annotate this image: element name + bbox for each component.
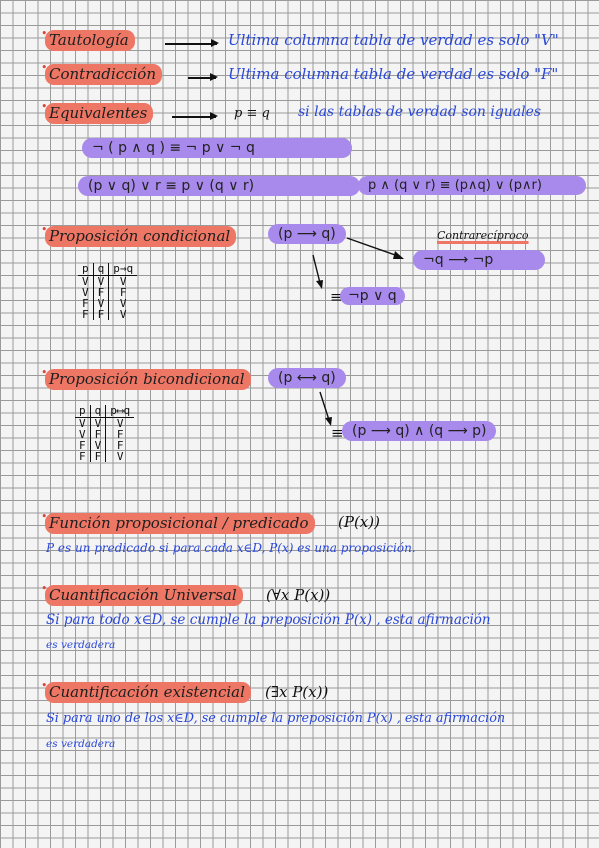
table-row: V V V [75, 417, 134, 430]
tt-cell: V [78, 275, 94, 287]
contrareciproco-expr: ¬q ⟶ ¬p [413, 250, 545, 270]
tt-cell: F [78, 298, 94, 309]
tt-cell: V [78, 287, 94, 298]
condicional-label: Proposición condicional [41, 223, 237, 247]
contradiccion-arrow [188, 74, 218, 80]
tt-cond-h-pq: p→q [108, 263, 138, 276]
table-row: F F V [78, 309, 137, 320]
tt-cell: F [93, 287, 110, 298]
formula-negacion: ¬ ( p ∧ q ) ≡ ¬ p ∨ ¬ q [82, 138, 352, 158]
bicondicional-label: Proposición bicondicional [41, 366, 251, 390]
arrow-to-condicional-equiv [312, 254, 321, 284]
universal-expr: (∀x P(x)) [266, 586, 331, 604]
funcion-expr: (P(x)) [338, 513, 380, 531]
tt-cell: F [75, 440, 91, 451]
tt-cell: F [93, 309, 110, 320]
table-row: F V V [78, 298, 137, 309]
tautologia-label: Tautología [41, 27, 135, 51]
formula-asociativa: (p ∨ q) ∨ r ≡ p ∨ (q ∨ r) [78, 176, 360, 196]
tt-cell: F [116, 439, 124, 452]
tt-cell: F [90, 451, 107, 462]
tt-cell: V [90, 440, 107, 451]
existencial-desc-line2: es verdadera [46, 738, 116, 750]
tt-cell: V [116, 450, 124, 463]
tt-cell: V [119, 308, 127, 321]
tt-cell: F [90, 429, 107, 440]
tt-cell: V [75, 417, 91, 429]
condicional-equiv-expr: ¬p ∨ q [340, 287, 405, 305]
tt-cell: V [90, 417, 107, 429]
bicondicional-equiv-expr: (p ⟶ q) ∧ (q ⟶ p) [342, 421, 497, 441]
universal-desc-line2: es verdadera [46, 639, 116, 651]
existencial-expr: (∃x P(x)) [265, 683, 329, 701]
tt-cell: V [93, 298, 110, 309]
existencial-desc-line1: Si para uno de los x∈D, se cumple la pre… [46, 711, 506, 726]
equivalentes-desc: si las tablas de verdad son iguales [298, 104, 542, 120]
tt-cell: F [75, 451, 91, 462]
tt-bicond-h-q: q [90, 405, 107, 418]
table-row: F V F [75, 440, 134, 451]
tt-cond-h-q: q [93, 263, 110, 276]
formula-distributiva: p ∧ (q ∨ r) ≡ (p∧q) ∨ (p∧r) [358, 176, 586, 195]
tt-cell: F [119, 286, 127, 299]
truth-table-condicional: p q p→q V V V V F F F V V F F V [78, 263, 138, 320]
arrow-head-condicional-equiv [316, 280, 323, 289]
arrow-head-bicondicional-equiv [325, 417, 332, 426]
tt-cell: V [93, 275, 110, 287]
arrow-head-contrareciproco [393, 251, 404, 259]
equivalentes-label: Equivalentes [41, 100, 154, 124]
tt-bicond-h-p: p [75, 405, 91, 418]
table-row: V F F [75, 429, 134, 440]
table-row: V V V [78, 275, 137, 288]
tt-cell: V [119, 297, 127, 310]
arrow-to-bicondicional-equiv [319, 391, 330, 421]
bicondicional-equiv-sign: ≡ [331, 424, 344, 442]
universal-label: Cuantificación Universal [41, 582, 243, 606]
tt-cell: F [116, 428, 124, 441]
truth-table-bicondicional: p q p⟷q V V V V F F F V F F F V [75, 405, 135, 462]
condicional-expr: (p ⟶ q) [268, 224, 346, 244]
table-row: F F V [75, 451, 134, 462]
funcion-label: Función proposicional / predicado [41, 510, 315, 534]
funcion-desc: P es un predicado si para cada x∈D, P(x)… [46, 541, 416, 555]
table-row: V F F [78, 287, 137, 298]
tt-cell: V [119, 275, 127, 288]
tt-cell: F [78, 309, 94, 320]
tautologia-desc: Ultima columna tabla de verdad es solo "… [228, 31, 559, 49]
equivalentes-arrow [172, 113, 218, 119]
contradiccion-desc: Ultima columna tabla de verdad es solo "… [228, 65, 559, 83]
tautologia-arrow [165, 40, 219, 46]
contradiccion-label: Contradicción [41, 61, 162, 85]
arrow-to-contrareciproco [346, 237, 399, 257]
universal-desc-line1: Si para todo x∈D, se cumple la preposici… [46, 612, 491, 628]
tt-bicond-h-pq: p⟷q [105, 405, 135, 418]
condicional-equiv-sign: ≡ [330, 288, 343, 306]
contrareciproco-label: Contrarecíproco [437, 229, 529, 242]
existencial-label: Cuantificación existencial [41, 679, 251, 703]
tt-cond-h-p: p [78, 263, 94, 276]
equivalentes-expr: p ≡ q [234, 106, 270, 121]
tt-cell: V [116, 417, 124, 430]
tt-cell: V [75, 429, 91, 440]
bicondicional-expr: (p ⟷ q) [268, 368, 346, 388]
